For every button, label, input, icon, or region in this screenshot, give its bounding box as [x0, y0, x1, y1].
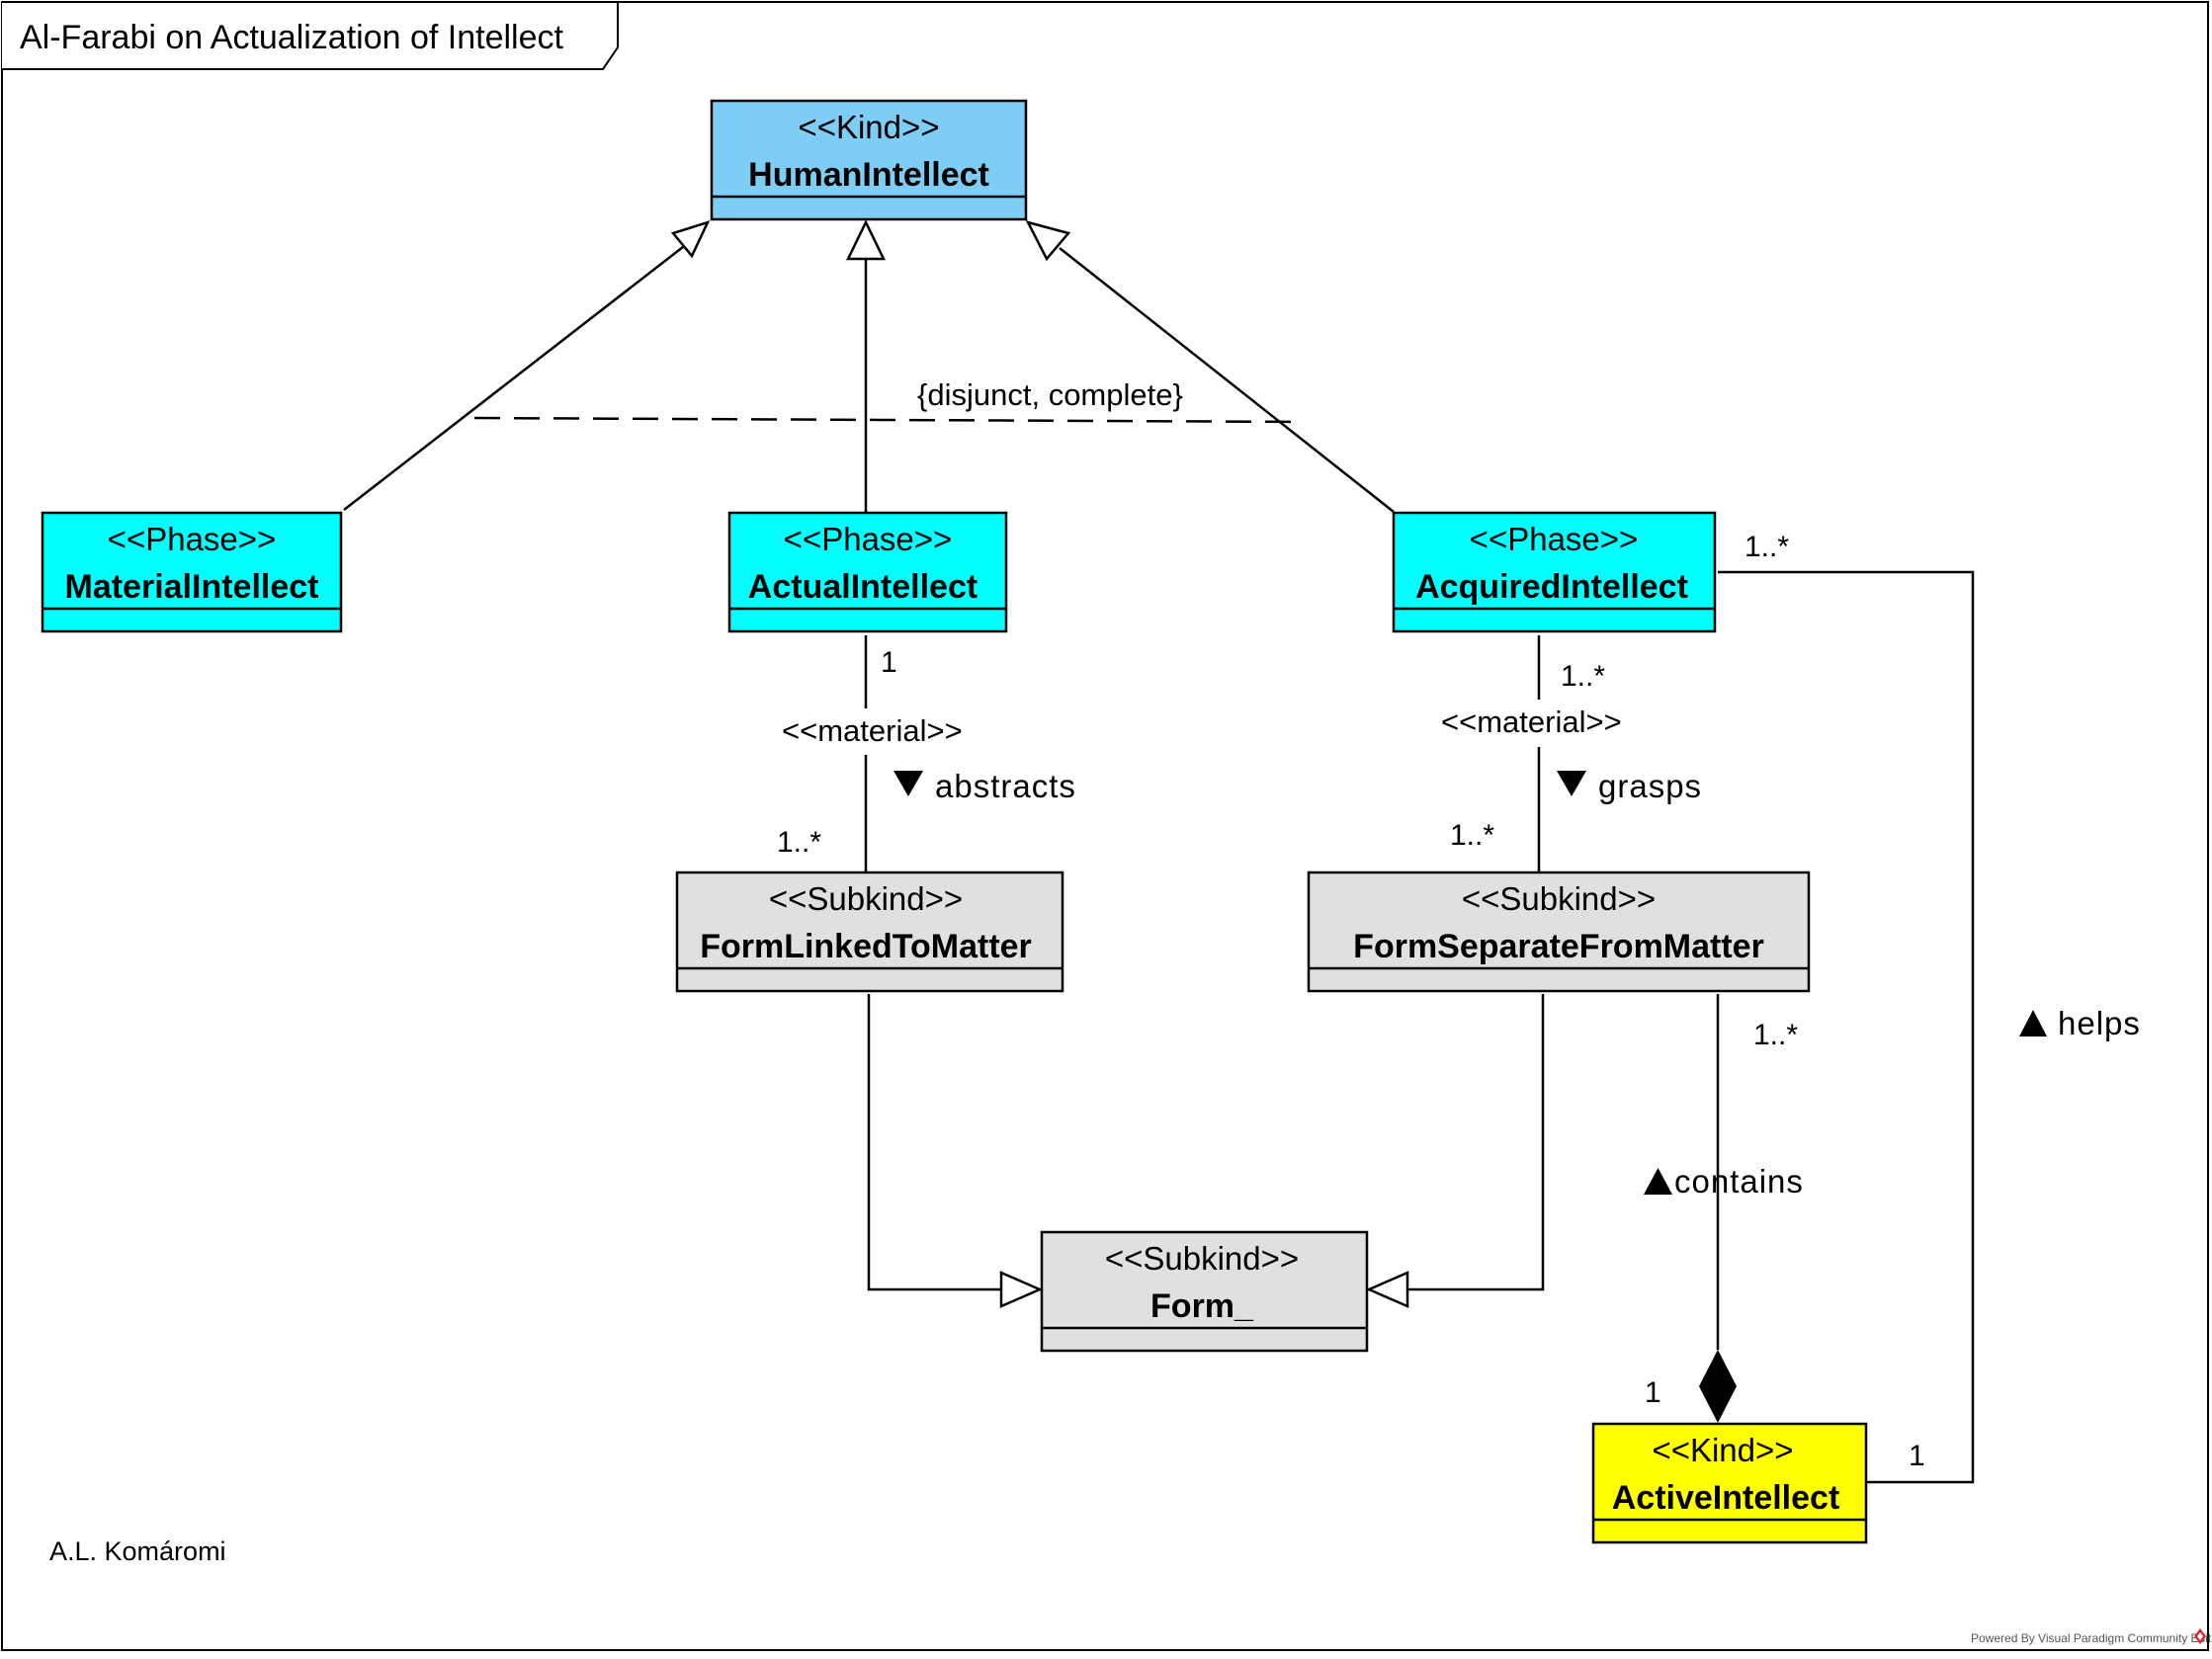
class-human-intellect[interactable]: <<Kind>> HumanIntellect: [710, 99, 1028, 221]
class-box: [1392, 511, 1717, 633]
class-stereotype: <<Subkind>>: [769, 880, 963, 917]
grasps-mult-source: 1..*: [1561, 660, 1605, 693]
generalization-form-separate: [1407, 994, 1545, 1291]
class-box: [1591, 1422, 1868, 1544]
author-label: A.L. Komáromi: [49, 1536, 226, 1566]
visual-paradigm-logo-icon: [2194, 1628, 2206, 1644]
class-box: [41, 511, 343, 633]
helps-mult-source: 1..*: [1744, 531, 1789, 563]
class-name: ActualIntellect: [748, 568, 978, 606]
helps-label: helps: [2058, 1005, 2141, 1041]
contains-diamond-icon: [1699, 1350, 1737, 1423]
class-box: [1307, 871, 1811, 993]
helps-line: [1718, 570, 1975, 1484]
contains-mult-whole: 1: [1645, 1376, 1661, 1409]
abstracts-mult-source: 1: [881, 646, 897, 679]
class-name: FormLinkedToMatter: [700, 928, 1032, 965]
powered-by-footer: Powered By Visual Paradigm Community Edi…: [1971, 1631, 2212, 1645]
abstracts-mult-target: 1..*: [777, 826, 821, 859]
diagram-title: Al-Farabi on Actualization of Intellect: [20, 19, 564, 56]
class-stereotype: <<Subkind>>: [1105, 1240, 1299, 1277]
grasps-direction-icon: [1557, 771, 1586, 796]
title-tab: [2, 1, 619, 70]
class-form-separate-from-matter[interactable]: <<Subkind>> FormSeparateFromMatter: [1307, 871, 1811, 993]
class-box: [710, 99, 1028, 221]
class-stereotype: <<Phase>>: [784, 521, 953, 557]
helps-direction-icon: [2019, 1010, 2047, 1037]
class-stereotype: <<Phase>>: [1470, 521, 1639, 557]
class-active-intellect[interactable]: <<Kind>> ActiveIntellect: [1591, 1422, 1868, 1544]
class-box: [727, 511, 1008, 633]
class-form-linked-to-matter[interactable]: <<Subkind>> FormLinkedToMatter: [675, 871, 1064, 993]
class-name: MaterialIntellect: [65, 568, 319, 606]
generalization-set-constraint: {disjunct, complete}: [917, 377, 1183, 412]
class-stereotype: <<Phase>>: [108, 521, 277, 557]
abstracts-direction-icon: [893, 771, 923, 796]
class-actual-intellect[interactable]: <<Phase>> ActualIntellect: [727, 511, 1008, 633]
grasps-label: grasps: [1598, 768, 1702, 804]
generalization-form-linked: [867, 994, 1001, 1291]
class-name: Form_: [1150, 1287, 1254, 1325]
contains-direction-icon: [1644, 1168, 1672, 1195]
class-name: ActiveIntellect: [1612, 1479, 1840, 1517]
abstracts-stereotype: <<material>>: [782, 713, 963, 748]
generalization-acquired: [1059, 247, 1395, 513]
generalization-arrowhead-form-separate: [1365, 1271, 1409, 1308]
generalization-material: [343, 239, 693, 511]
class-stereotype: <<Kind>>: [798, 109, 939, 145]
class-material-intellect[interactable]: <<Phase>> MaterialIntellect: [41, 511, 343, 633]
contains-label: contains: [1674, 1163, 1804, 1200]
class-name: AcquiredIntellect: [1415, 568, 1688, 606]
class-stereotype: <<Subkind>>: [1462, 880, 1656, 917]
abstracts-label: abstracts: [935, 768, 1076, 804]
generalization-arrowhead-form-linked: [999, 1271, 1044, 1308]
class-acquired-intellect[interactable]: <<Phase>> AcquiredIntellect: [1392, 511, 1717, 633]
class-name: FormSeparateFromMatter: [1353, 928, 1764, 965]
class-box: [675, 871, 1064, 993]
generalization-arrowhead-material: [670, 219, 711, 259]
generalization-set-line: [473, 416, 1306, 424]
class-name: HumanIntellect: [748, 156, 989, 194]
class-box: [1040, 1230, 1369, 1353]
generalization-arrowhead-actual: [846, 219, 886, 261]
grasps-stereotype: <<material>>: [1441, 705, 1622, 739]
helps-mult-target: 1: [1909, 1440, 1925, 1472]
class-form[interactable]: <<Subkind>> Form_: [1040, 1230, 1369, 1353]
contains-mult-part: 1..*: [1753, 1019, 1798, 1051]
generalization-arrowhead-acquired: [1025, 220, 1071, 262]
grasps-mult-target: 1..*: [1450, 819, 1494, 852]
class-stereotype: <<Kind>>: [1652, 1432, 1793, 1468]
